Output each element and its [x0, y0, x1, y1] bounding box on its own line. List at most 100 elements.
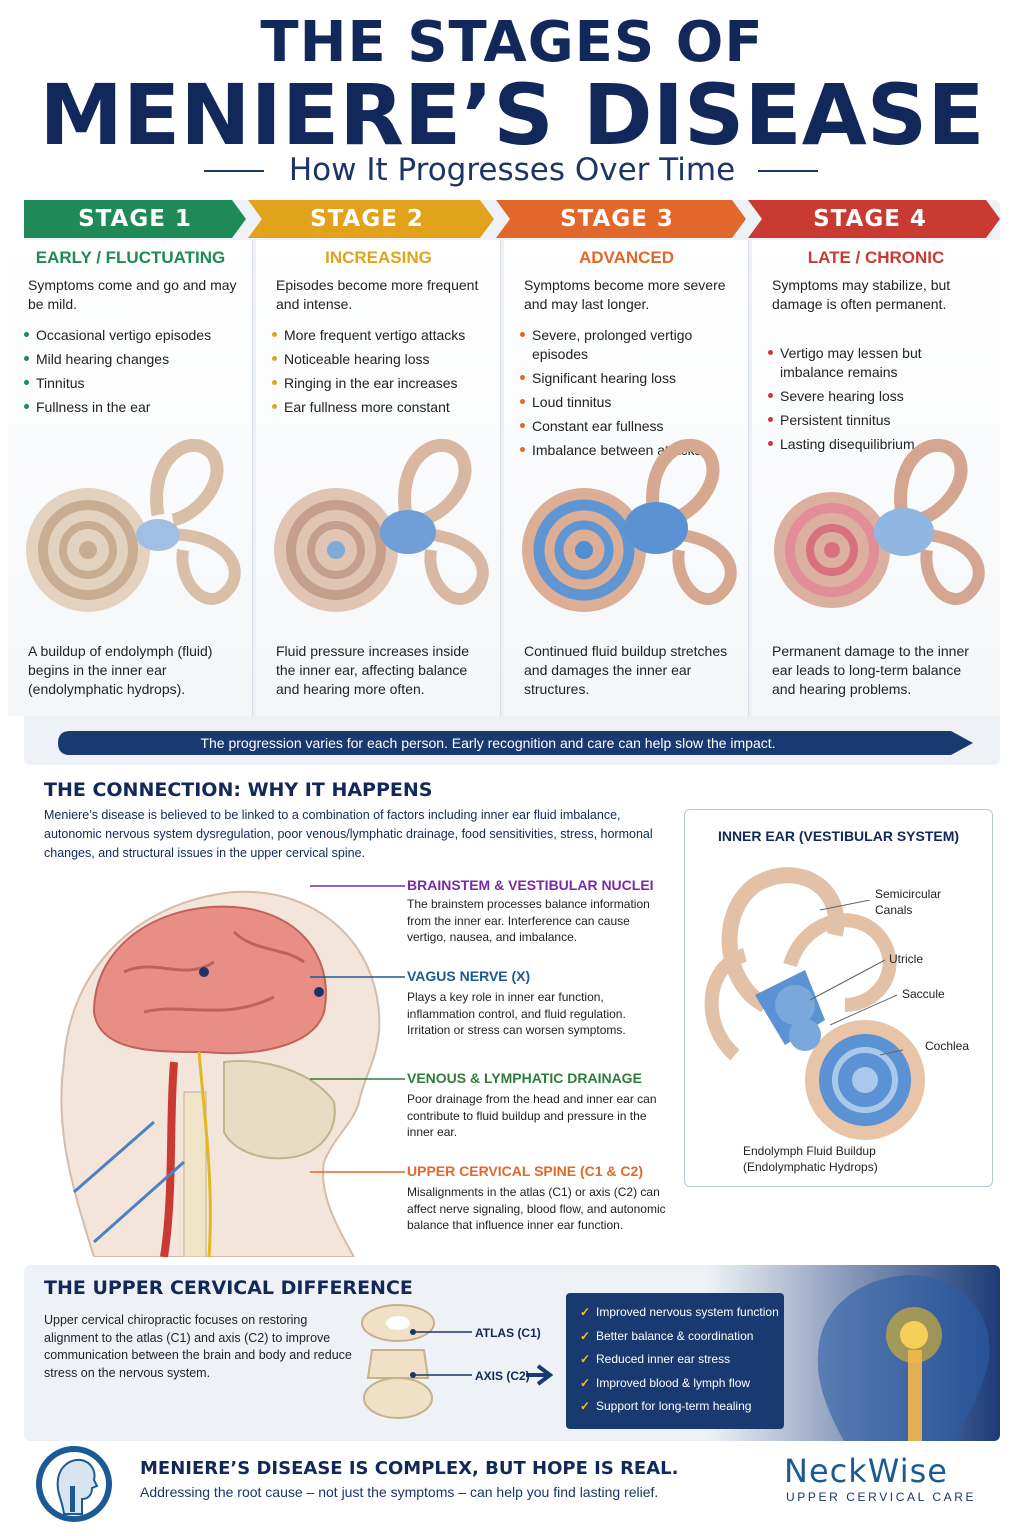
list-item: Persistent tinnitus	[768, 411, 988, 430]
list-item: Noticeable hearing loss	[272, 350, 492, 369]
list-item: Vertigo may lessen but imbalance remains	[768, 344, 988, 382]
stage-banners	[24, 200, 1000, 238]
stage-1-name: EARLY / FLUCTUATING	[35, 248, 226, 267]
list-item: More frequent vertigo attacks	[272, 326, 492, 345]
upper-cervical-panel	[24, 1265, 1000, 1441]
list-item: ✓Support for long-term healing	[580, 1395, 784, 1419]
list-item: ✓Better balance & coordination	[580, 1325, 784, 1349]
head-spine-glow-illustration	[817, 1275, 990, 1441]
stage-1-label: STAGE 1	[78, 206, 192, 232]
label-brainstem-title: BRAINSTEM & VESTIBULAR NUCLEI	[407, 877, 654, 893]
stage-3-intro: Symptoms become more severe and may last…	[524, 277, 726, 312]
stage-1-banner-shape	[24, 200, 246, 238]
list-item: Constant ear fullness	[520, 417, 740, 436]
list-item: Fullness in the ear	[24, 398, 244, 417]
stage-4-ear-illustration	[774, 438, 985, 608]
stage-1-intro: Symptoms come and go and may be mild.	[28, 277, 237, 312]
stage-3-symptoms: Severe, prolonged vertigo episodes Signi…	[520, 326, 740, 465]
stage-4-description: Permanent damage to the inner ear leads …	[772, 643, 969, 697]
stage-2-banner-shape	[248, 200, 494, 238]
list-item: Loud tinnitus	[520, 393, 740, 412]
stage-3-ear-illustration	[522, 438, 737, 612]
inner-ear-label-endolymph-2: (Endolymphatic Hydrops)	[743, 1160, 878, 1174]
list-item: Ringing in the ear increases	[272, 374, 492, 393]
list-item: Ear fullness more constant	[272, 398, 492, 417]
benefits-box: ✓Improved nervous system function ✓Bette…	[566, 1293, 784, 1429]
list-item: Significant hearing loss	[520, 369, 740, 388]
label-spine-title: UPPER CERVICAL SPINE (C1 & C2)	[407, 1163, 643, 1179]
label-vagus-nerve: VAGUS NERVE (X) Plays a key role in inne…	[407, 968, 672, 1039]
list-item: Lasting disequilibrium	[768, 435, 988, 454]
brand-logo-name: NeckWise	[784, 1452, 948, 1490]
stage-4-column: LATE / CHRONIC Symptoms may stabilize, b…	[752, 240, 1000, 716]
upper-cervical-text: Upper cervical chiropractic focuses on r…	[44, 1313, 352, 1380]
stage-3-description: Continued fluid buildup stretches and da…	[524, 643, 728, 697]
check-icon: ✓	[580, 1352, 591, 1366]
progression-note: The progression varies for each person. …	[200, 735, 776, 751]
axis-label: AXIS (C2)	[475, 1369, 530, 1383]
list-item: Tinnitus	[24, 374, 244, 393]
stage-4-symptoms: Vertigo may lessen but imbalance remains…	[768, 344, 988, 459]
footer-title: MENIERE’S DISEASE IS COMPLEX, BUT HOPE I…	[140, 1458, 679, 1479]
list-item: Severe, prolonged vertigo episodes	[520, 326, 740, 364]
benefits-list: ✓Improved nervous system function ✓Bette…	[566, 1293, 784, 1419]
label-brainstem-desc: The brainstem processes balance informat…	[407, 897, 650, 944]
stage-1-ear-illustration	[26, 438, 241, 612]
list-item: Mild hearing changes	[24, 350, 244, 369]
label-upper-cervical-spine: UPPER CERVICAL SPINE (C1 & C2) Misalignm…	[407, 1163, 672, 1234]
stage-2-name: INCREASING	[325, 248, 432, 267]
stage-2-column: INCREASING Episodes become more frequent…	[256, 240, 501, 716]
stage-4-name: LATE / CHRONIC	[807, 248, 945, 267]
atlas-label: ATLAS (C1)	[475, 1326, 541, 1340]
connection-text: Meniere’s disease is believed to be link…	[44, 808, 653, 860]
vertebrae-leader-lines	[410, 1329, 554, 1386]
label-drainage-desc: Poor drainage from the head and inner ea…	[407, 1092, 657, 1139]
inner-ear-label-utricle: Utricle	[889, 952, 924, 966]
check-icon: ✓	[580, 1328, 591, 1343]
stage-4-label: STAGE 4	[813, 206, 927, 232]
stage-3-banner-shape	[496, 200, 746, 238]
stage-4-banner-shape	[748, 200, 1000, 238]
inner-ear-label-cochlea: Cochlea	[925, 1039, 970, 1053]
stage-1-symptoms: Occasional vertigo episodes Mild hearing…	[24, 326, 244, 422]
list-item: Severe hearing loss	[768, 387, 988, 406]
label-drainage-title: VENOUS & LYMPHATIC DRAINAGE	[407, 1070, 642, 1086]
label-vagus-title: VAGUS NERVE (X)	[407, 968, 531, 984]
progression-arrow	[58, 731, 973, 755]
subtitle-rule-left	[204, 170, 264, 172]
stage-2-ear-illustration	[274, 438, 489, 612]
inner-ear-panel: INNER EAR (VESTIBULAR SYSTEM) Semicircul…	[684, 809, 993, 1187]
stage-3-name: ADVANCED	[578, 248, 675, 267]
upper-cervical-title: THE UPPER CERVICAL DIFFERENCE	[44, 1277, 413, 1299]
stage-1-description: A buildup of endolymph (fluid) begins in…	[28, 643, 213, 697]
check-icon: ✓	[580, 1305, 591, 1319]
brand-logo-tagline: UPPER CERVICAL CARE	[786, 1490, 977, 1504]
subtitle-rule-right	[758, 170, 818, 172]
list-item: Occasional vertigo episodes	[24, 326, 244, 345]
stage-3-label: STAGE 3	[560, 206, 674, 232]
footer-subtitle: Addressing the root cause – not just the…	[140, 1484, 659, 1500]
title-line-2: MENIERE’S DISEASE	[39, 66, 985, 164]
stage-2-symptoms: More frequent vertigo attacks Noticeable…	[272, 326, 492, 422]
list-item: ✓Reduced inner ear stress	[580, 1348, 784, 1372]
inner-ear-label-endolymph-1: Endolymph Fluid Buildup	[743, 1144, 876, 1158]
label-spine-desc: Misalignments in the atlas (C1) or axis …	[407, 1185, 666, 1232]
stage-2-intro: Episodes become more frequent and intens…	[276, 277, 479, 312]
subtitle: How It Progresses Over Time	[288, 152, 736, 188]
stage-3-column: ADVANCED Symptoms become more severe and…	[504, 240, 749, 716]
inner-ear-label-saccule: Saccule	[902, 987, 945, 1001]
connection-title: THE CONNECTION: WHY IT HAPPENS	[44, 779, 433, 801]
inner-ear-title: INNER EAR (VESTIBULAR SYSTEM)	[717, 828, 960, 844]
label-leader-lines	[310, 885, 405, 1173]
stage-4-intro: Symptoms may stabilize, but damage is of…	[772, 277, 951, 312]
label-brainstem: BRAINSTEM & VESTIBULAR NUCLEI The brains…	[407, 877, 672, 946]
head-anatomy-illustration	[60, 890, 381, 1257]
stage-2-description: Fluid pressure increases inside the inne…	[276, 643, 469, 697]
stage-1-column: EARLY / FLUCTUATING Symptoms come and go…	[8, 240, 253, 716]
list-item: ✓Improved nervous system function	[580, 1301, 784, 1325]
inner-ear-label-semicircular: Semicircular Canals	[875, 887, 942, 917]
list-item: Imbalance between attacks	[520, 441, 740, 460]
check-icon: ✓	[580, 1375, 591, 1390]
stage-2-label: STAGE 2	[310, 206, 424, 232]
list-item: ✓Improved blood & lymph flow	[580, 1372, 784, 1396]
